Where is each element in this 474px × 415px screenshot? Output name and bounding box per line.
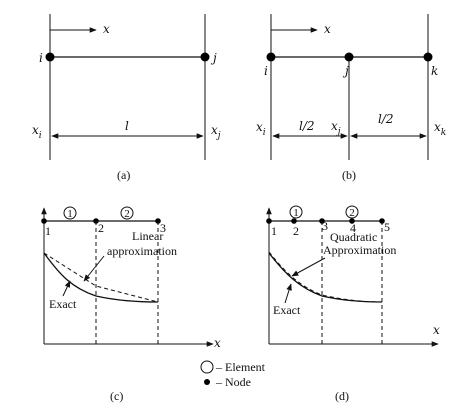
mesh-node bbox=[266, 218, 272, 224]
panel-b: x i j k l/2 l/2 xi xj xk (b) bbox=[256, 14, 446, 182]
exact-pointer bbox=[284, 283, 292, 304]
approx-label-line1: Linear bbox=[132, 229, 163, 243]
element-legend-symbol bbox=[200, 360, 214, 374]
caption-a: (a) bbox=[117, 168, 130, 182]
node-j-label: j bbox=[210, 51, 217, 65]
exact-curve bbox=[43, 252, 159, 303]
node-number-1: 1 bbox=[45, 224, 51, 238]
approx-label-line1: Quadratic bbox=[330, 230, 377, 244]
node-number-4: 4 bbox=[350, 221, 356, 235]
x-axis-label: x bbox=[433, 323, 440, 337]
node-k bbox=[423, 52, 433, 62]
half-left-label: l/2 bbox=[299, 119, 315, 133]
element-legend-label: – Element bbox=[215, 360, 266, 374]
approx-pointer bbox=[291, 257, 326, 277]
approx-pointer bbox=[83, 255, 105, 282]
element-circle-1 bbox=[289, 205, 303, 219]
node-number-2: 2 bbox=[98, 221, 104, 235]
element-number-2: 2 bbox=[349, 207, 355, 219]
element-circle-1 bbox=[63, 206, 77, 220]
quadratic-approximation bbox=[268, 251, 383, 303]
node-i-label: i bbox=[264, 64, 268, 78]
caption-d: (d) bbox=[335, 389, 349, 403]
node-number-5: 5 bbox=[384, 220, 390, 234]
caption-b: (b) bbox=[342, 168, 356, 182]
approx-label-line2: approximation bbox=[107, 244, 177, 258]
x-axis-label: x bbox=[103, 22, 110, 36]
coord-xi-label: xi bbox=[256, 120, 266, 138]
coord-xj-label: xj bbox=[211, 123, 221, 141]
element-circle-2 bbox=[345, 205, 359, 219]
element-number-2: 2 bbox=[124, 208, 130, 220]
node-j bbox=[344, 52, 354, 62]
element-number-1: 1 bbox=[67, 208, 73, 220]
coord-xj-label: xj bbox=[331, 119, 341, 137]
mesh-node bbox=[41, 218, 47, 224]
panel-d: x 1 2 1 2 3 4 5 Quadratic Approximation … bbox=[266, 205, 440, 403]
node-legend-label: – Node bbox=[215, 375, 251, 389]
half-right-label: l/2 bbox=[378, 112, 394, 126]
approx-label-line2: Approximation bbox=[323, 243, 396, 257]
coord-xk-label: xk bbox=[434, 120, 446, 138]
caption-c: (c) bbox=[110, 389, 123, 403]
element-number-1: 1 bbox=[293, 207, 299, 219]
exact-curve bbox=[268, 252, 383, 303]
node-number-2: 2 bbox=[293, 224, 299, 238]
panel-a: x i j l xi xj (a) bbox=[32, 14, 221, 182]
mesh-node bbox=[291, 218, 297, 224]
legend: – Element – Node bbox=[200, 360, 266, 389]
exact-pointer bbox=[62, 280, 71, 297]
mesh-node bbox=[349, 218, 355, 224]
node-i-label: i bbox=[39, 51, 43, 65]
node-number-3: 3 bbox=[160, 221, 166, 235]
panel-c: x 1 2 1 2 3 Linear approximation Exact (… bbox=[41, 206, 221, 403]
node-j bbox=[200, 52, 210, 62]
node-j-label: j bbox=[342, 64, 349, 78]
node-number-1: 1 bbox=[271, 224, 277, 238]
node-legend-symbol bbox=[204, 379, 210, 385]
node-number-3: 3 bbox=[322, 219, 328, 233]
coord-xi-label: xi bbox=[32, 123, 42, 141]
x-axis-label: x bbox=[214, 336, 221, 350]
element-circle-2 bbox=[120, 206, 134, 220]
exact-label: Exact bbox=[273, 303, 301, 317]
node-k-label: k bbox=[431, 64, 438, 78]
length-label: l bbox=[125, 119, 129, 133]
node-i bbox=[266, 52, 276, 62]
x-axis-label: x bbox=[324, 22, 331, 36]
exact-label: Exact bbox=[49, 297, 77, 311]
node-i bbox=[45, 52, 55, 62]
